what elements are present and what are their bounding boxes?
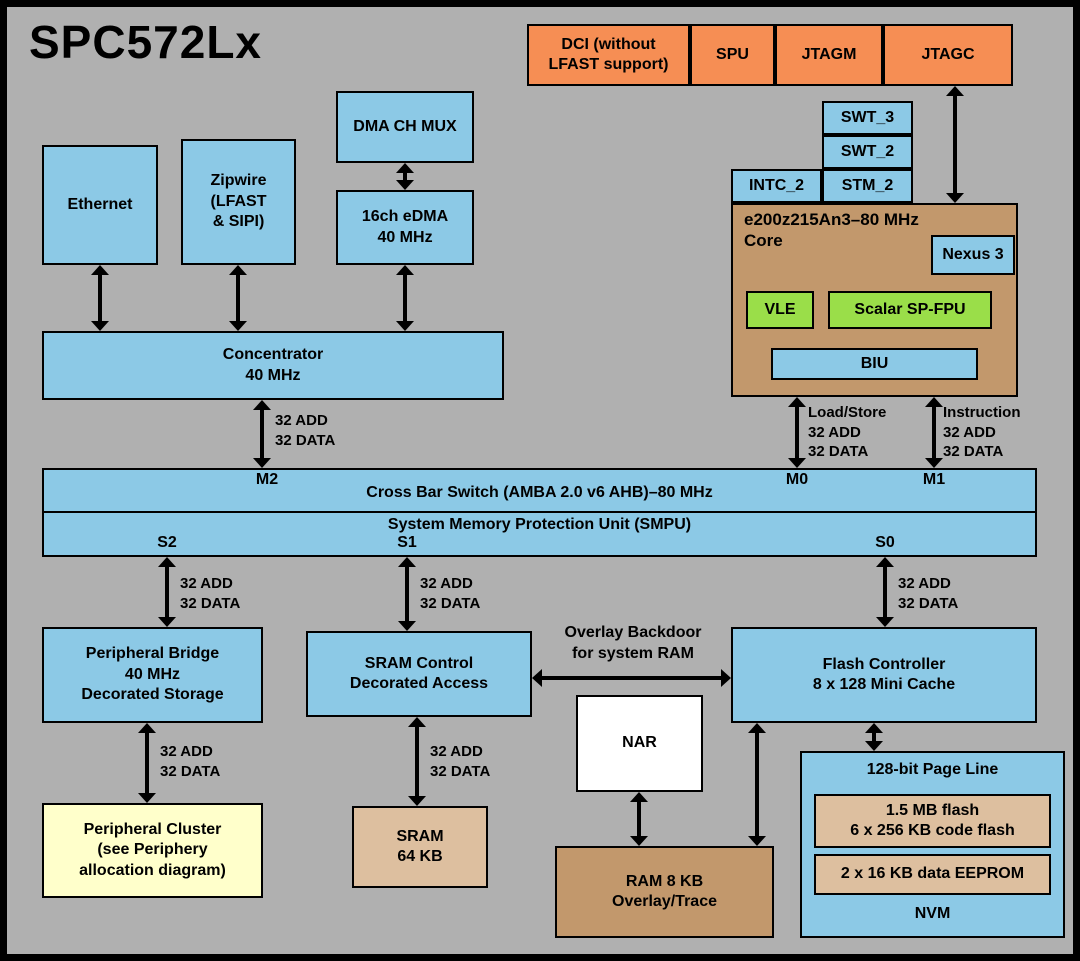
biu-box: BIU xyxy=(771,348,978,380)
peripheral-bridge-box: Peripheral Bridge 40 MHz Decorated Stora… xyxy=(42,627,263,723)
code-flash-box: 1.5 MB flash 6 x 256 KB code flash xyxy=(814,794,1051,848)
port-m2: M2 xyxy=(255,471,279,488)
arrow-flashctl-pageline xyxy=(865,723,883,751)
arrow-jtagc-core xyxy=(946,86,964,203)
port-s1: S1 xyxy=(397,534,417,551)
bus-label-load-store: Load/Store 32 ADD 32 DATA xyxy=(808,404,887,460)
arrow-s0-flash-controller xyxy=(876,557,894,627)
arrow-s2-peripheral-bridge xyxy=(158,557,176,627)
ram8kb-box: RAM 8 KB Overlay/Trace xyxy=(555,846,774,938)
swt2-box: SWT_2 xyxy=(822,135,913,169)
bus-label-instruction: Instruction 32 ADD 32 DATA xyxy=(943,404,1021,460)
nexus3-box: Nexus 3 xyxy=(931,235,1015,275)
dci-box: DCI (without LFAST support) xyxy=(527,24,690,86)
smpu-title: System Memory Protection Unit (SMPU) xyxy=(387,516,692,533)
arrow-ethernet-concentrator xyxy=(91,265,109,331)
swt3-box: SWT_3 xyxy=(822,101,913,135)
bus-label-s0: 32 ADD 32 DATA xyxy=(898,575,959,612)
jtagc-box: JTAGC xyxy=(883,24,1013,86)
spu-box: SPU xyxy=(690,24,775,86)
intc2-box: INTC_2 xyxy=(731,169,822,203)
page-line-title: 128-bit Page Line xyxy=(866,761,999,778)
arrow-zipwire-concentrator xyxy=(229,265,247,331)
peripheral-cluster-box: Peripheral Cluster (see Periphery alloca… xyxy=(42,803,263,898)
eeprom-box: 2 x 16 KB data EEPROM xyxy=(814,854,1051,895)
arrow-core-m0 xyxy=(788,397,806,468)
stm2-box: STM_2 xyxy=(822,169,913,203)
bus-label-s2: 32 ADD 32 DATA xyxy=(180,575,241,612)
smpu-box xyxy=(42,511,1037,557)
arrow-concentrator-crossbar xyxy=(253,400,271,468)
jtagm-box: JTAGM xyxy=(775,24,883,86)
flash-controller-box: Flash Controller 8 x 128 Mini Cache xyxy=(731,627,1037,723)
arrow-dmamux-edma xyxy=(396,163,414,190)
arrow-s1-sram-control xyxy=(398,557,416,631)
sp-fpu-box: Scalar SP-FPU xyxy=(828,291,992,329)
arrow-core-m1 xyxy=(925,397,943,468)
sram64kb-box: SRAM 64 KB xyxy=(352,806,488,888)
port-m0: M0 xyxy=(785,471,809,488)
arrow-flashctl-ram xyxy=(748,723,766,846)
bus-label-m2: 32 ADD 32 DATA xyxy=(275,412,336,449)
port-s2: S2 xyxy=(157,534,177,551)
sram-control-box: SRAM Control Decorated Access xyxy=(306,631,532,717)
arrow-nar-ram xyxy=(630,792,648,846)
nvm-label: NVM xyxy=(914,905,951,922)
zipwire-box: Zipwire (LFAST & SIPI) xyxy=(181,139,296,265)
arrow-sramctl-sram xyxy=(408,717,426,806)
crossbar-title: Cross Bar Switch (AMBA 2.0 v6 AHB)–80 MH… xyxy=(366,484,713,501)
bus-label-s1: 32 ADD 32 DATA xyxy=(420,575,481,612)
concentrator-box: Concentrator 40 MHz xyxy=(42,331,504,400)
dma-ch-mux-box: DMA CH MUX xyxy=(336,91,474,163)
port-s0: S0 xyxy=(875,534,895,551)
vle-box: VLE xyxy=(746,291,814,329)
overlay-backdoor-label: Overlay Backdoor for system RAM xyxy=(564,624,702,662)
bus-label-bridge: 32 ADD 32 DATA xyxy=(160,743,221,780)
nar-box: NAR xyxy=(576,695,703,792)
arrow-edma-concentrator xyxy=(396,265,414,331)
page-title: SPC572Lx xyxy=(29,16,263,68)
ethernet-box: Ethernet xyxy=(42,145,158,265)
edma-box: 16ch eDMA 40 MHz xyxy=(336,190,474,265)
bus-label-sram: 32 ADD 32 DATA xyxy=(430,743,491,780)
arrow-bridge-cluster xyxy=(138,723,156,803)
core-title: e200z215An3–80 MHz Core xyxy=(744,210,919,251)
arrow-overlay-backdoor xyxy=(532,669,731,687)
port-m1: M1 xyxy=(922,471,946,488)
